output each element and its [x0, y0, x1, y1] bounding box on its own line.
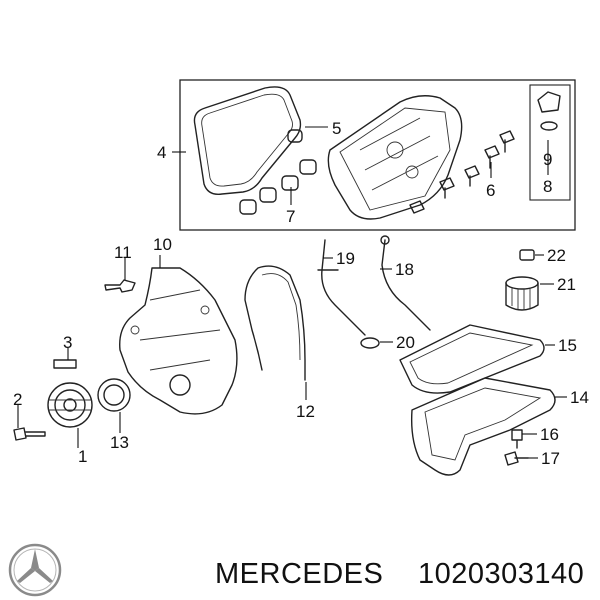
callout-3: 3 [63, 333, 72, 352]
callout-1: 1 [78, 447, 87, 466]
drain-plug [504, 451, 529, 466]
pulley-washer [53, 359, 77, 369]
oil-pan-gasket [399, 324, 545, 394]
crankshaft-seal [97, 378, 131, 412]
callout-2: 2 [13, 390, 22, 409]
mercedes-star-icon [8, 543, 62, 597]
callout-22: 22 [547, 246, 566, 265]
timing-cover-gasket [244, 265, 306, 381]
callout-16: 16 [540, 425, 559, 444]
callout-11: 11 [114, 243, 132, 262]
callout-17: 17 [541, 449, 560, 468]
callout-14: 14 [570, 388, 589, 407]
callout-10: 10 [153, 235, 172, 254]
callout-8: 8 [543, 177, 552, 196]
part-number: 1020303140 [418, 558, 584, 590]
spark-plug-tube-seals [239, 129, 317, 215]
valve-cover-bolts [409, 130, 515, 214]
callout-6: 6 [486, 181, 495, 200]
callout-15: 15 [558, 336, 577, 355]
callout-7: 7 [286, 207, 295, 226]
oil-filter [505, 249, 539, 311]
dipstick-o-ring [360, 337, 380, 349]
callout-18: 18 [395, 260, 414, 279]
oil-filler-cap [537, 91, 561, 131]
callout-5: 5 [332, 119, 341, 138]
brand-name: MERCEDES [215, 558, 383, 590]
pan-bolt [511, 429, 523, 449]
pulley-bolt [13, 427, 46, 441]
cover-bolt [104, 279, 136, 293]
crankshaft-pulley [47, 382, 93, 428]
callout-20: 20 [396, 333, 415, 352]
oil-cap-group-frame [529, 84, 571, 201]
callout-13: 13 [110, 433, 129, 452]
callout-19: 19 [336, 249, 355, 268]
dipstick [381, 239, 431, 331]
callout-9: 9 [543, 150, 552, 169]
valve-cover-group-frame [179, 79, 576, 231]
oil-pan [410, 377, 556, 476]
callout-4: 4 [157, 143, 166, 162]
timing-cover [119, 267, 238, 415]
leader-lines [17, 126, 567, 459]
callout-12: 12 [296, 402, 315, 421]
valve-cover-gasket [193, 86, 302, 195]
valve-cover [327, 95, 463, 220]
callout-21: 21 [557, 275, 576, 294]
callout-labels: 1 2 3 4 5 6 7 8 9 10 11 12 13 14 15 16 1… [13, 119, 589, 468]
